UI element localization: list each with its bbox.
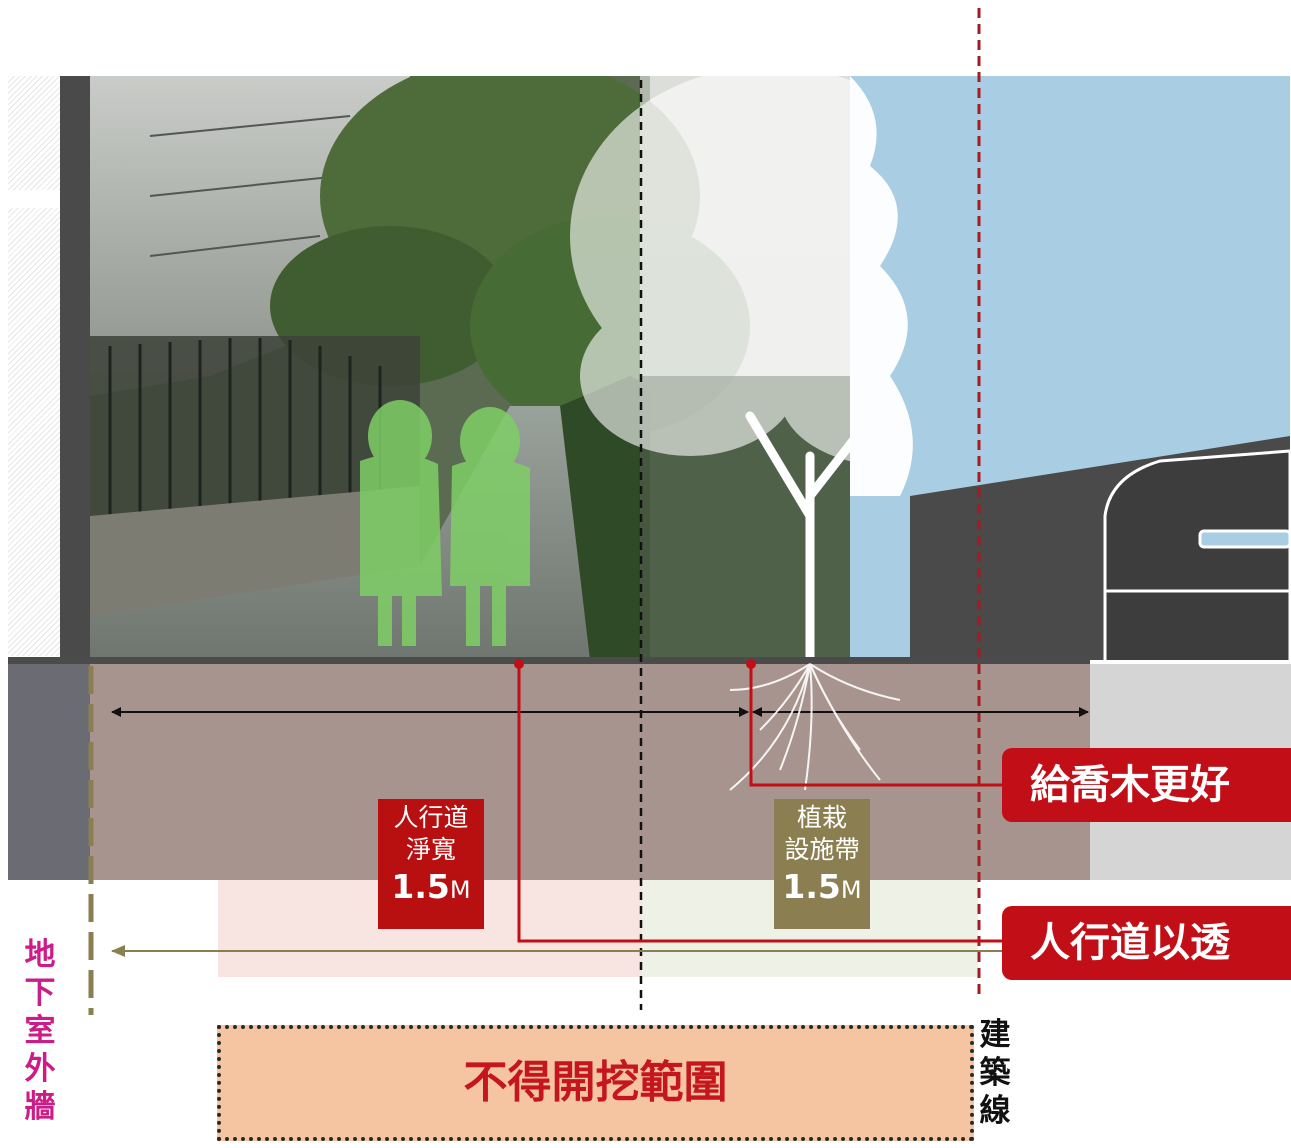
basement-wall-section bbox=[8, 664, 90, 880]
ground-line bbox=[8, 657, 1090, 664]
street-scene-illustration bbox=[90, 76, 1290, 660]
planting-label-line1: 植栽 bbox=[796, 803, 847, 832]
planting-width-label: 植栽 設施帶 1.5M bbox=[774, 799, 870, 929]
planting-label-line2: 設施帶 bbox=[784, 835, 860, 864]
building-balconies bbox=[149, 115, 351, 257]
street-scene bbox=[90, 76, 1290, 660]
sidewalk-callout-leader bbox=[517, 664, 1002, 943]
tree-callout-leader bbox=[749, 664, 1002, 787]
planting-width-unit: M bbox=[840, 876, 862, 904]
sidewalk-label-line1: 人行道 bbox=[393, 803, 469, 832]
no-dig-zone: 不得開挖範圍 bbox=[217, 1025, 974, 1141]
sidewalk-width-value: 1.5M bbox=[378, 862, 484, 903]
hedge bbox=[560, 376, 650, 660]
tree-callout: 給喬木更好 bbox=[1002, 748, 1291, 822]
sidewalk-label-line2: 淨寬 bbox=[405, 835, 456, 864]
fence-bars bbox=[108, 338, 382, 516]
tree-canopy-edge bbox=[850, 76, 913, 496]
car-silhouette bbox=[1103, 449, 1290, 660]
basement-wall bbox=[60, 76, 90, 660]
planting-width-number: 1.5 bbox=[782, 867, 841, 906]
building-line-label: 建築線 bbox=[979, 1017, 1011, 1129]
soil-section bbox=[90, 664, 1090, 880]
basement-wall-label: 地下室外牆 bbox=[24, 937, 56, 1125]
sidewalk-width-number: 1.5 bbox=[391, 867, 450, 906]
planting-width-value: 1.5M bbox=[774, 862, 870, 903]
sidewalk-width-unit: M bbox=[449, 876, 471, 904]
pedestrian-silhouettes bbox=[360, 400, 530, 646]
wall-hatching bbox=[8, 76, 60, 656]
sidewalk-callout: 人行道以透 bbox=[1002, 906, 1291, 980]
sidewalk-width-label: 人行道 淨寬 1.5M bbox=[378, 799, 484, 929]
hatch-gap bbox=[8, 190, 60, 208]
tree-roots bbox=[729, 663, 901, 791]
